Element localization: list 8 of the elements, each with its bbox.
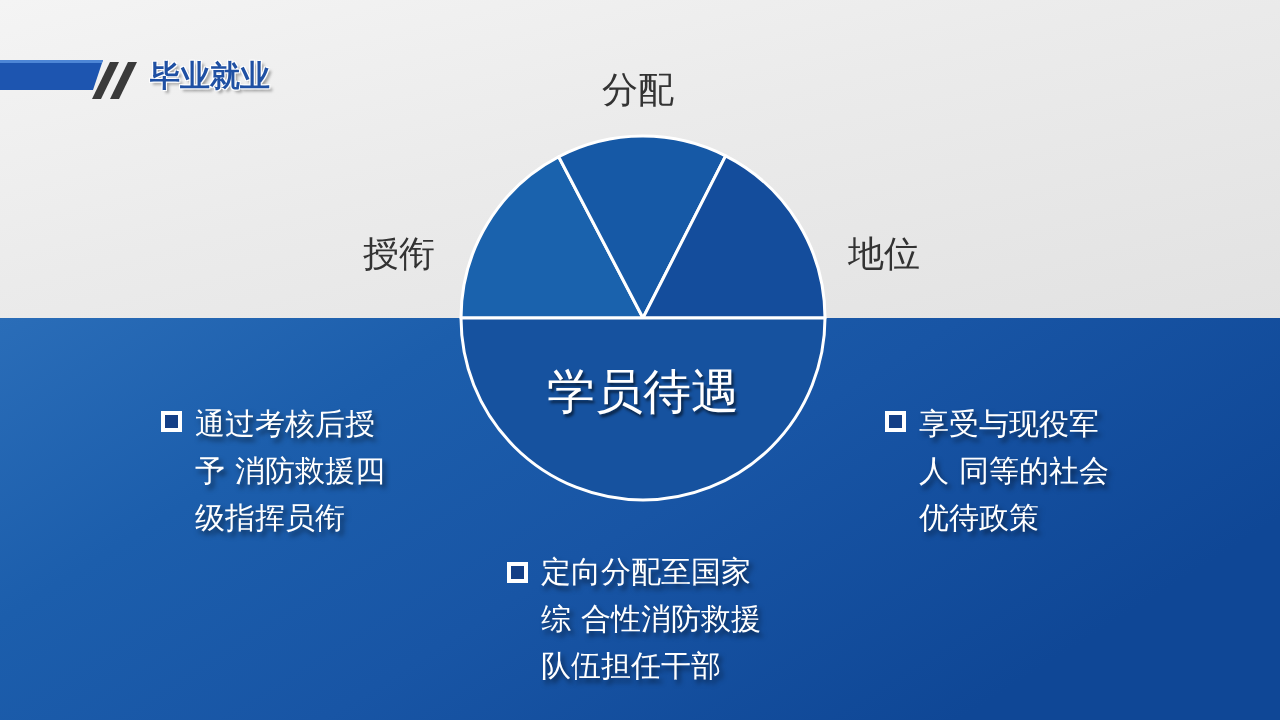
bullet-text: 定向分配至国家综 合性消防救援队伍担任干部 [541,553,762,685]
sector-label: 分配 [602,70,674,112]
bullet-text: 通过考核后授予 消防救援四级指挥员衔 [195,405,386,537]
sector-label: 地位 [848,234,920,276]
bullet-text: 享受与现役军人 同等的社会优待政策 [919,405,1110,537]
sector-label: 授衔 [363,234,435,276]
slide-title: 毕业就业 [150,58,270,94]
center-label: 学员待遇 [547,364,739,420]
